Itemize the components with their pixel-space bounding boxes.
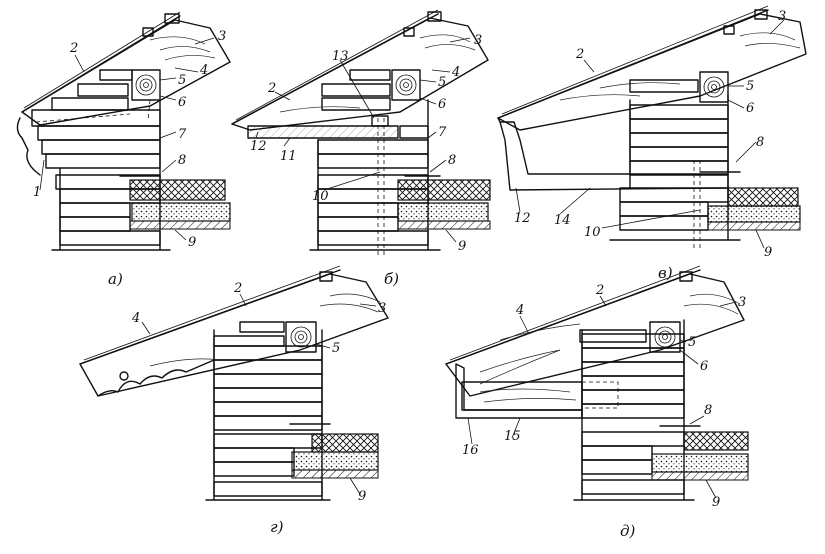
panel-b: 2 13 3 4 5 6 7 8 12 11 10 9 б) <box>231 9 491 288</box>
svg-text:4: 4 <box>131 311 140 326</box>
label-8: 8 <box>178 153 186 168</box>
purlin-a <box>131 69 161 101</box>
concrete-trough-v <box>499 121 729 191</box>
label-6: 6 <box>178 95 186 110</box>
rafter-d <box>445 265 745 397</box>
svg-text:5: 5 <box>332 341 340 356</box>
caption-a: а) <box>108 270 123 288</box>
panel-d: 4 2 3 5 6 8 16 15 9 д) <box>445 265 749 540</box>
caption-b: б) <box>384 270 399 288</box>
labels-v: 2 3 5 6 8 12 14 10 9 <box>514 9 786 260</box>
svg-text:2: 2 <box>267 81 276 96</box>
svg-text:12: 12 <box>514 211 531 226</box>
svg-text:2: 2 <box>595 283 604 298</box>
svg-text:13: 13 <box>332 49 349 64</box>
labels-d: 4 2 3 5 6 8 16 15 9 <box>462 283 746 510</box>
caption-g: г) <box>270 518 284 536</box>
caption-d: д) <box>620 522 636 540</box>
svg-text:6: 6 <box>438 97 446 112</box>
label-4: 4 <box>199 63 208 78</box>
floor-board-a <box>129 179 226 201</box>
svg-text:8: 8 <box>756 135 764 150</box>
svg-text:3: 3 <box>378 301 386 316</box>
label-7: 7 <box>178 127 187 142</box>
panel-a: 1 2 3 4 5 6 7 8 9 а) <box>16 11 231 288</box>
svg-text:6: 6 <box>700 359 708 374</box>
log-wall-b <box>309 99 441 258</box>
svg-text:9: 9 <box>458 239 466 254</box>
purlin-b <box>391 69 421 101</box>
svg-text:5: 5 <box>746 79 754 94</box>
rafter-a <box>21 11 231 126</box>
svg-text:8: 8 <box>448 153 456 168</box>
svg-text:12: 12 <box>250 139 267 154</box>
soffit-box-d <box>455 363 583 419</box>
svg-text:3: 3 <box>474 33 482 48</box>
svg-text:2: 2 <box>575 47 584 62</box>
label-3: 3 <box>218 29 226 44</box>
svg-text:9: 9 <box>712 495 720 510</box>
svg-text:3: 3 <box>738 295 746 310</box>
svg-text:14: 14 <box>554 213 571 228</box>
panel-g: 4 2 3 5 9 г) <box>79 265 389 536</box>
labels-b: 2 13 3 4 5 6 7 8 12 11 10 9 <box>250 33 482 254</box>
label-5: 5 <box>178 73 186 88</box>
purlin-g <box>285 321 317 353</box>
svg-text:15: 15 <box>504 429 521 444</box>
cornice-a <box>16 117 41 176</box>
svg-text:7: 7 <box>438 125 447 140</box>
panel-v: 2 3 5 6 8 12 14 10 9 в) <box>497 5 807 282</box>
purlin-v <box>699 71 729 103</box>
svg-text:9: 9 <box>764 245 772 260</box>
svg-text:6: 6 <box>746 101 754 116</box>
svg-text:4: 4 <box>451 65 460 80</box>
rafter-g <box>79 265 389 397</box>
svg-text:2: 2 <box>233 281 242 296</box>
purlin-d <box>649 321 681 353</box>
svg-text:8: 8 <box>704 403 712 418</box>
svg-text:10: 10 <box>584 225 601 240</box>
svg-text:3: 3 <box>778 9 786 24</box>
soffit-boards-b <box>321 69 391 111</box>
svg-text:11: 11 <box>280 149 297 164</box>
svg-text:4: 4 <box>515 303 524 318</box>
rafter-v <box>497 5 807 131</box>
label-1: 1 <box>33 185 41 200</box>
labels-g: 4 2 3 5 9 <box>131 281 386 504</box>
label-9: 9 <box>188 235 196 250</box>
label-2: 2 <box>69 41 78 56</box>
svg-text:5: 5 <box>438 75 446 90</box>
labels-a: 1 2 3 4 5 6 7 8 9 <box>33 29 226 250</box>
svg-text:10: 10 <box>312 189 329 204</box>
svg-text:5: 5 <box>688 335 696 350</box>
soffit-boards-a <box>51 69 133 111</box>
svg-text:9: 9 <box>358 489 366 504</box>
svg-text:16: 16 <box>462 443 479 458</box>
